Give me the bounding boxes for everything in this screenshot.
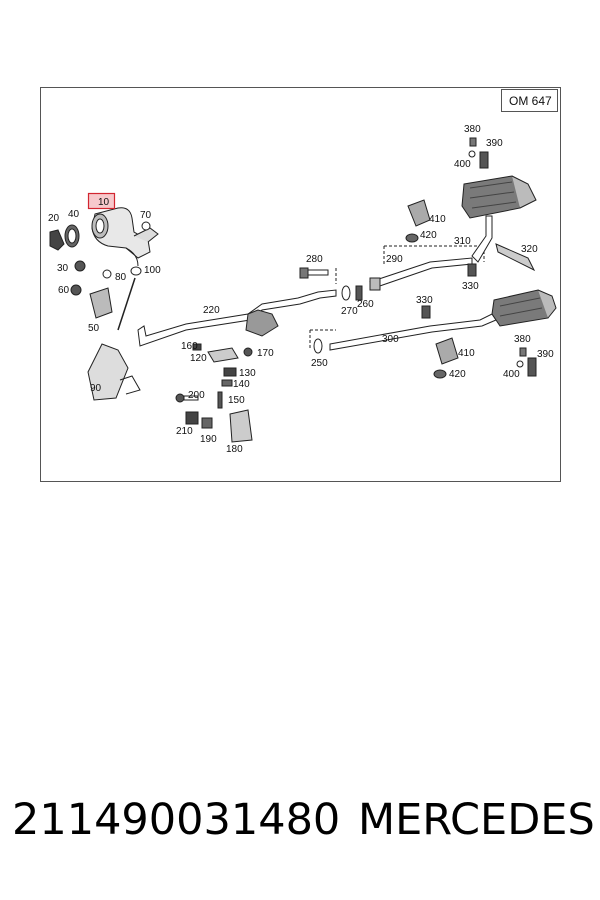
- front-pipe-part-220: [137, 289, 337, 347]
- ring-part-270: [341, 285, 351, 301]
- callout-210: 210: [176, 426, 193, 437]
- callout-160: 160: [181, 341, 198, 352]
- callout-20: 20: [48, 213, 60, 224]
- callout-120: 120: [190, 353, 207, 364]
- callout-410-upper: 410: [429, 214, 446, 225]
- callout-140: 140: [233, 379, 250, 390]
- washer-part-80: [102, 269, 112, 279]
- ring-part-250: [313, 338, 323, 354]
- rear-muffler-upper: [461, 175, 537, 219]
- callout-280: 280: [306, 254, 323, 265]
- callout-380-upper: 380: [464, 124, 481, 135]
- callout-10: 10: [98, 197, 110, 208]
- callout-100: 100: [144, 265, 161, 276]
- pipe-part-310: [471, 215, 493, 263]
- connector-lines: [309, 245, 485, 350]
- callout-170: 170: [257, 348, 274, 359]
- callout-330-upper: 330: [462, 281, 479, 292]
- clamp-part-20: [49, 229, 65, 251]
- bolt-part-60: [70, 284, 82, 296]
- exhaust-system-diagram: OM 647 10 20 40 70 30 80 100 60: [40, 87, 561, 482]
- part-number: 211490031480: [12, 795, 341, 845]
- callout-400-lower: 400: [503, 369, 520, 380]
- callout-250: 250: [311, 358, 328, 369]
- part-caption: 211490031480 MERCEDES: [0, 795, 600, 865]
- callout-90: 90: [90, 383, 102, 394]
- callout-260: 260: [357, 299, 374, 310]
- callout-390-lower: 390: [537, 349, 554, 360]
- callout-380-lower: 380: [514, 334, 531, 345]
- callout-420-lower: 420: [449, 369, 466, 380]
- hanger-part-390-upper: [479, 151, 489, 169]
- mount-part-410-upper: [407, 199, 431, 227]
- clamp-part-260: [355, 285, 363, 301]
- bracket-part-320: [495, 243, 536, 272]
- bracket-part-180: [229, 409, 253, 443]
- callout-190: 190: [200, 434, 217, 445]
- callout-330-lower: 330: [416, 295, 433, 306]
- mount-part-130: [223, 367, 237, 377]
- callout-300: 300: [382, 334, 399, 345]
- ring-part-100: [130, 266, 142, 276]
- callout-60: 60: [58, 285, 70, 296]
- diagram-frame: [40, 87, 561, 482]
- callout-270: 270: [341, 306, 358, 317]
- callout-310: 310: [454, 236, 471, 247]
- bolt-part-200: [175, 393, 199, 403]
- callout-50: 50: [88, 323, 100, 334]
- bolt-part-380-lower: [519, 347, 527, 357]
- callout-30: 30: [57, 263, 69, 274]
- nut-part-70: [141, 221, 151, 231]
- highlight-box-10: [87, 192, 116, 210]
- bolt-part-30: [74, 260, 86, 272]
- hanger-part-390-lower: [527, 357, 537, 377]
- callout-420-upper: 420: [420, 230, 437, 241]
- rear-muffler-lower: [491, 289, 557, 327]
- rubber-part-420-upper: [405, 233, 419, 243]
- callout-40: 40: [68, 209, 80, 220]
- gasket-part-40: [64, 224, 80, 248]
- callout-320: 320: [521, 244, 538, 255]
- engine-code-box: [501, 89, 558, 112]
- callout-150: 150: [228, 395, 245, 406]
- rubber-part-420-lower: [433, 369, 447, 379]
- callout-220: 220: [203, 305, 220, 316]
- bracket-part-120: [207, 347, 239, 363]
- leader-line-100: [117, 277, 136, 331]
- callout-130: 130: [239, 368, 256, 379]
- callout-400-upper: 400: [454, 159, 471, 170]
- bracket-part-90: [87, 343, 141, 401]
- bolt-part-150: [217, 391, 223, 409]
- brand-name: MERCEDES: [358, 795, 595, 845]
- engine-code: OM 647: [509, 94, 552, 108]
- clamp-part-210: [185, 411, 199, 425]
- mount-part-190: [201, 417, 213, 429]
- bolt-part-170: [243, 347, 253, 357]
- callout-180: 180: [226, 444, 243, 455]
- nut-part-400-upper: [468, 150, 476, 158]
- bolt-part-380-upper: [469, 137, 477, 147]
- callout-410-lower: 410: [458, 348, 475, 359]
- bolt-part-280: [299, 267, 329, 279]
- mount-part-410-lower: [435, 337, 459, 365]
- callout-70: 70: [140, 210, 152, 221]
- callout-390-upper: 390: [486, 138, 503, 149]
- clamp-part-330-lower: [421, 305, 431, 319]
- callout-290: 290: [386, 254, 403, 265]
- catalytic-converter-part: [91, 207, 159, 267]
- hanger-part-160: [192, 343, 202, 351]
- callout-80: 80: [115, 272, 127, 283]
- clamp-part-330-upper: [467, 263, 477, 277]
- mount-part-140: [221, 379, 233, 387]
- nut-part-400-lower: [516, 360, 524, 368]
- bracket-part-50: [89, 287, 113, 319]
- callout-200: 200: [188, 390, 205, 401]
